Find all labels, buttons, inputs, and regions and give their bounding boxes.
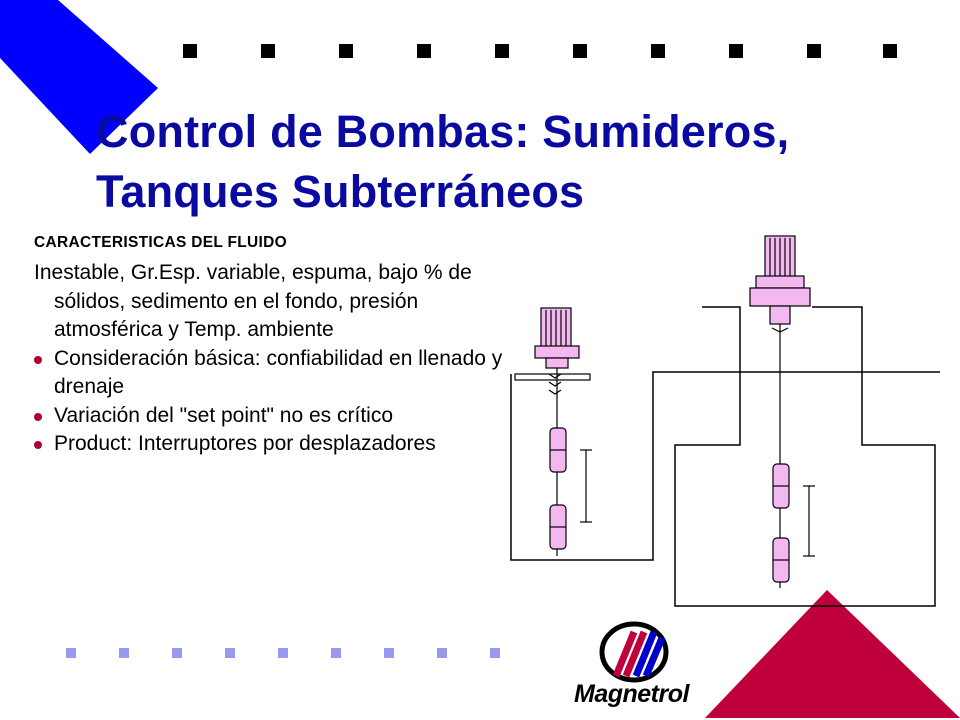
corner-decoration-top-left [0, 0, 158, 154]
magnetrol-wordmark: Magnetrol [574, 680, 689, 708]
body-text: Inestable, Gr.Esp. variable, espuma, baj… [34, 259, 512, 459]
red-dot-bullet-icon [34, 355, 42, 364]
bullet-item: Variación del "set point" no es crítico [34, 402, 512, 431]
bullet-list: Consideración básica: confiabilidad en l… [34, 345, 512, 459]
magnetrol-logo-icon [599, 621, 669, 683]
fluid-characteristics-heading: CARACTERISTICAS DEL FLUIDO [34, 234, 287, 251]
bullet-item: Product: Interruptores por desplazadores [34, 430, 512, 459]
intro-paragraph: Inestable, Gr.Esp. variable, espuma, baj… [34, 261, 472, 341]
displacer-switch-left [534, 307, 592, 556]
decorative-squares-top [183, 44, 903, 66]
sump-outline [510, 371, 940, 561]
decorative-squares-bottom [66, 648, 506, 662]
bullet-item: Consideración básica: confiabilidad en l… [34, 345, 512, 402]
slide-title: Control de Bombas: Sumideros, Tanques Su… [96, 102, 789, 222]
title-line-1: Control de Bombas: Sumideros, [96, 106, 790, 157]
tank-neck-right [812, 306, 863, 372]
tank-neck-left [702, 306, 741, 372]
red-dot-bullet-icon [34, 441, 42, 449]
underground-tank-outline [674, 372, 936, 607]
red-dot-bullet-icon [34, 412, 42, 421]
title-line-2: Tanques Subterráneos [96, 166, 585, 217]
displacer-switch-right [749, 235, 815, 588]
